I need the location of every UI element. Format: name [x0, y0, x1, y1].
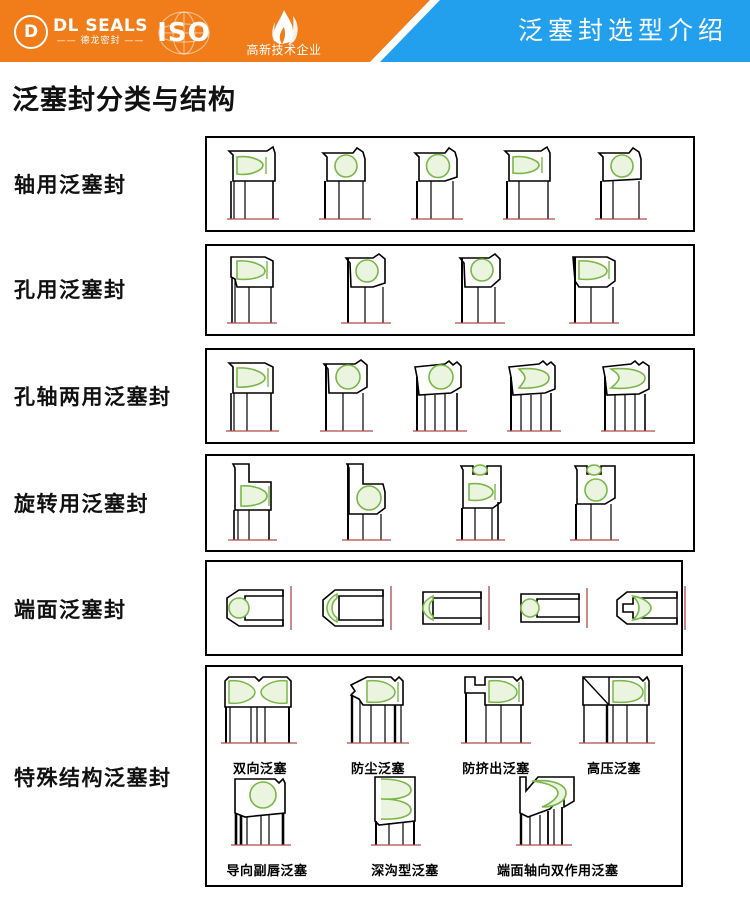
special-item-antiextrusion[interactable]: 防挤出泛塞	[451, 671, 541, 777]
special-label-antiextrusion: 防挤出泛塞	[462, 762, 530, 777]
special-subrow-2: 导向副唇泛塞 深沟型泛塞	[207, 773, 681, 879]
flame-icon	[272, 10, 298, 45]
special-label-dustproof: 防尘泛塞	[350, 762, 405, 777]
seal-figure-shaft-3[interactable]	[401, 141, 471, 227]
page-title: 泛塞封分类与结构	[12, 85, 236, 116]
row-dual: 孔轴两用泛塞封	[0, 342, 750, 450]
row-bore: 孔用泛塞封	[0, 236, 750, 342]
row-box-rotary	[205, 454, 695, 552]
classification-grid: 轴用泛塞封	[0, 132, 750, 893]
row-rotary: 旋转用泛塞封	[0, 450, 750, 556]
logo-mark-icon: D	[14, 15, 48, 49]
header-blue-band	[380, 0, 750, 62]
special-label-guidelip: 导向副唇泛塞	[226, 864, 308, 879]
seal-figure-dual-4[interactable]	[499, 353, 571, 439]
special-item-facedouble[interactable]: 端面轴向双作用泛塞	[497, 773, 619, 879]
special-label-bidirectional: 双向泛塞	[232, 762, 287, 777]
iso-badge: ISO	[148, 10, 220, 56]
seal-figure-rotary-4[interactable]	[561, 458, 631, 548]
seal-figure-deepgroove	[371, 776, 421, 846]
seal-figure-shaft-2[interactable]	[309, 141, 379, 227]
figure-strip-rotary	[207, 456, 693, 550]
brand-logo: D DL SEALS —— 德龙密封 ——	[14, 14, 148, 50]
seal-figure-face-3[interactable]	[415, 578, 501, 638]
header-orange-band	[0, 0, 430, 62]
seal-figure-dual-5[interactable]	[593, 353, 665, 439]
seal-figure-face-2[interactable]	[317, 578, 403, 638]
seal-figure-highpressure	[579, 675, 655, 744]
special-label-facedouble: 端面轴向双作用泛塞	[497, 864, 619, 879]
seal-figure-bidirectional	[221, 676, 297, 744]
seal-figure-rotary-3[interactable]	[447, 458, 517, 548]
seal-figure-bore-1[interactable]	[219, 249, 289, 331]
seal-figure-dual-2[interactable]	[311, 353, 383, 439]
globe-icon	[158, 11, 210, 55]
iso-label: ISO	[157, 18, 211, 48]
figure-strip-bore	[207, 246, 693, 334]
special-item-dustproof[interactable]: 防尘泛塞	[333, 671, 423, 777]
brand-name-en: DL SEALS	[53, 16, 148, 36]
hitech-badge: 高新技术企业	[236, 8, 332, 58]
hitech-label: 高新技术企业	[246, 43, 322, 57]
special-label-highpressure: 高压泛塞	[586, 762, 641, 777]
figure-strip-shaft	[207, 138, 693, 230]
brand-wordmark: DL SEALS —— 德龙密封 ——	[53, 18, 148, 46]
seal-figure-bore-4[interactable]	[561, 249, 631, 331]
special-item-guidelip[interactable]: 导向副唇泛塞	[221, 773, 313, 879]
special-item-deepgroove[interactable]: 深沟型泛塞	[359, 773, 451, 879]
row-label-special: 特殊结构泛塞封	[14, 765, 172, 790]
brand-name-cn: —— 德龙密封 ——	[56, 36, 145, 46]
special-item-bidirectional[interactable]: 双向泛塞	[215, 671, 305, 777]
row-label-face: 端面泛塞封	[14, 596, 127, 622]
seal-figure-dual-3[interactable]	[405, 353, 477, 439]
row-label-shaft: 轴用泛塞封	[14, 172, 127, 197]
seal-figure-rotary-2[interactable]	[333, 458, 403, 548]
seal-figure-face-1[interactable]	[219, 578, 305, 638]
figure-strip-dual	[207, 350, 693, 442]
seal-figure-antiextrusion	[461, 675, 531, 744]
seal-figure-shaft-4[interactable]	[493, 141, 563, 227]
page-header: D DL SEALS —— 德龙密封 —— ISO 高新技术企业 泛塞封选型介绍	[0, 0, 750, 62]
row-box-dual	[205, 348, 695, 444]
row-label-bore: 孔用泛塞封	[14, 277, 127, 302]
row-shaft: 轴用泛塞封	[0, 132, 750, 236]
row-label-dual: 孔轴两用泛塞封	[14, 384, 172, 409]
seal-figure-bore-2[interactable]	[333, 249, 403, 331]
row-box-face	[205, 560, 686, 656]
special-label-deepgroove: 深沟型泛塞	[371, 864, 439, 879]
seal-figure-face-4[interactable]	[513, 578, 599, 638]
seal-figure-dual-1[interactable]	[217, 353, 289, 439]
seal-figure-bore-3[interactable]	[447, 249, 517, 331]
header-title: 泛塞封选型介绍	[517, 16, 728, 45]
row-label-rotary: 旋转用泛塞封	[14, 491, 149, 516]
special-item-highpressure[interactable]: 高压泛塞	[569, 671, 659, 777]
seal-figure-face-5[interactable]	[611, 578, 697, 638]
row-face: 端面泛塞封	[0, 556, 750, 661]
seal-figure-facedouble	[515, 776, 575, 846]
seal-figure-rotary-1[interactable]	[219, 458, 289, 548]
seal-figure-dustproof	[347, 675, 409, 744]
row-box-special: 双向泛塞	[205, 665, 683, 887]
seal-figure-shaft-5[interactable]	[585, 141, 655, 227]
seal-figure-shaft-1[interactable]	[217, 141, 287, 227]
row-box-shaft	[205, 136, 695, 232]
special-subrow-1: 双向泛塞	[207, 671, 681, 777]
seal-figure-guidelip	[231, 777, 291, 846]
row-box-bore	[205, 244, 695, 336]
figure-strip-face	[207, 562, 686, 654]
row-special: 特殊结构泛塞封	[0, 661, 750, 893]
special-grid: 双向泛塞	[207, 667, 681, 885]
